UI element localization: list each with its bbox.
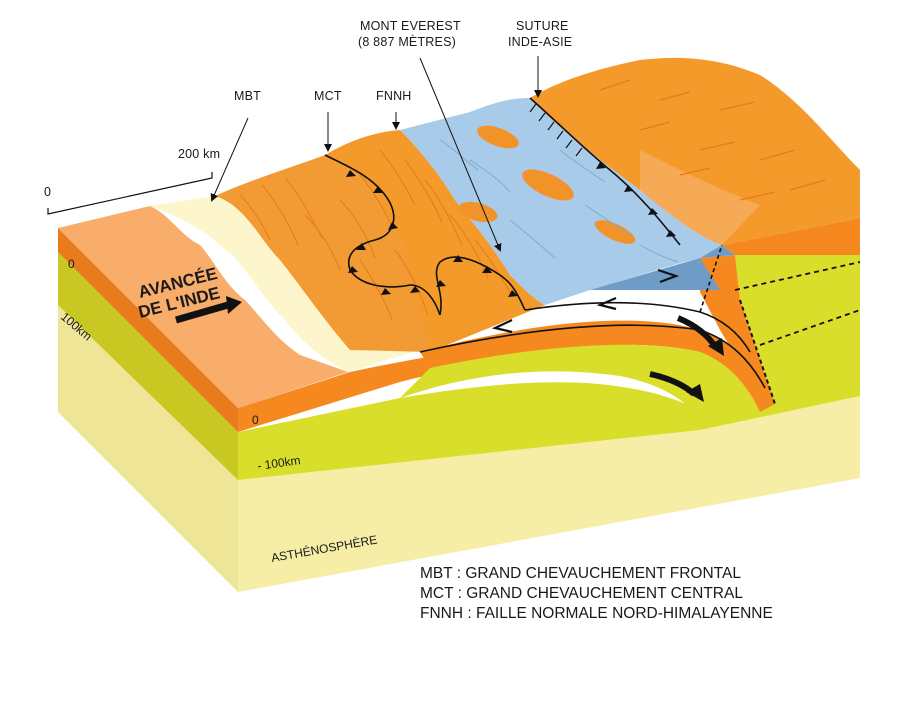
shear-chevrons: [491, 268, 680, 334]
subducting-slab: [400, 320, 775, 428]
everest-label-1: MONT EVEREST: [360, 19, 461, 33]
callout-arrows: [210, 56, 542, 252]
depth-100-front-label: - 100km: [256, 453, 301, 473]
depth-0-left-label: 0: [68, 257, 75, 271]
mbt-label: MBT: [234, 89, 261, 103]
india-plate-surface: [58, 206, 348, 408]
suture-triangles: [596, 162, 676, 237]
suture-line: [529, 97, 681, 246]
suture-label-2: INDE-ASIE: [508, 35, 572, 49]
fnnh-label: FNNH: [376, 89, 412, 103]
legend: MBT : GRAND CHEVAUCHEMENT FRONTAL MCT : …: [420, 565, 773, 622]
legend-fnnh: FNNH : FAILLE NORMALE NORD-HIMALAYENNE: [420, 605, 773, 622]
depth-0-front-label: 0: [252, 413, 259, 427]
foreland-basin: [150, 196, 420, 372]
asia-texture: [599, 79, 826, 201]
scale-bar: [47, 172, 213, 215]
suture-label-1: SUTURE: [516, 19, 569, 33]
tibet-texture: [439, 139, 679, 263]
legend-mbt: MBT : GRAND CHEVAUCHEMENT FRONTAL: [420, 565, 741, 582]
lithosphere-layer: [238, 368, 860, 480]
granite-bodies: [458, 125, 636, 244]
thrust-teeth: [346, 170, 518, 297]
left-side-face: [58, 228, 238, 592]
relief-hatching: [239, 149, 513, 321]
tibet-plateau: [400, 98, 722, 305]
scale-zero-label: 0: [44, 185, 51, 199]
greater-himalaya: [325, 130, 545, 352]
everest-label-2: (8 887 MÈTRES): [358, 34, 456, 49]
suture-teeth: [529, 103, 583, 157]
section-faults: [419, 244, 861, 405]
motion-arrows: [175, 296, 724, 402]
lesser-himalaya: [215, 155, 435, 352]
klippe-outline: [435, 256, 526, 316]
scale-200-label: 200 km: [178, 147, 220, 161]
asia-plate-surface: [530, 57, 860, 245]
front-face: [238, 218, 860, 592]
mct-label: MCT: [314, 89, 342, 103]
legend-mct: MCT : GRAND CHEVAUCHEMENT CENTRAL: [420, 585, 743, 602]
